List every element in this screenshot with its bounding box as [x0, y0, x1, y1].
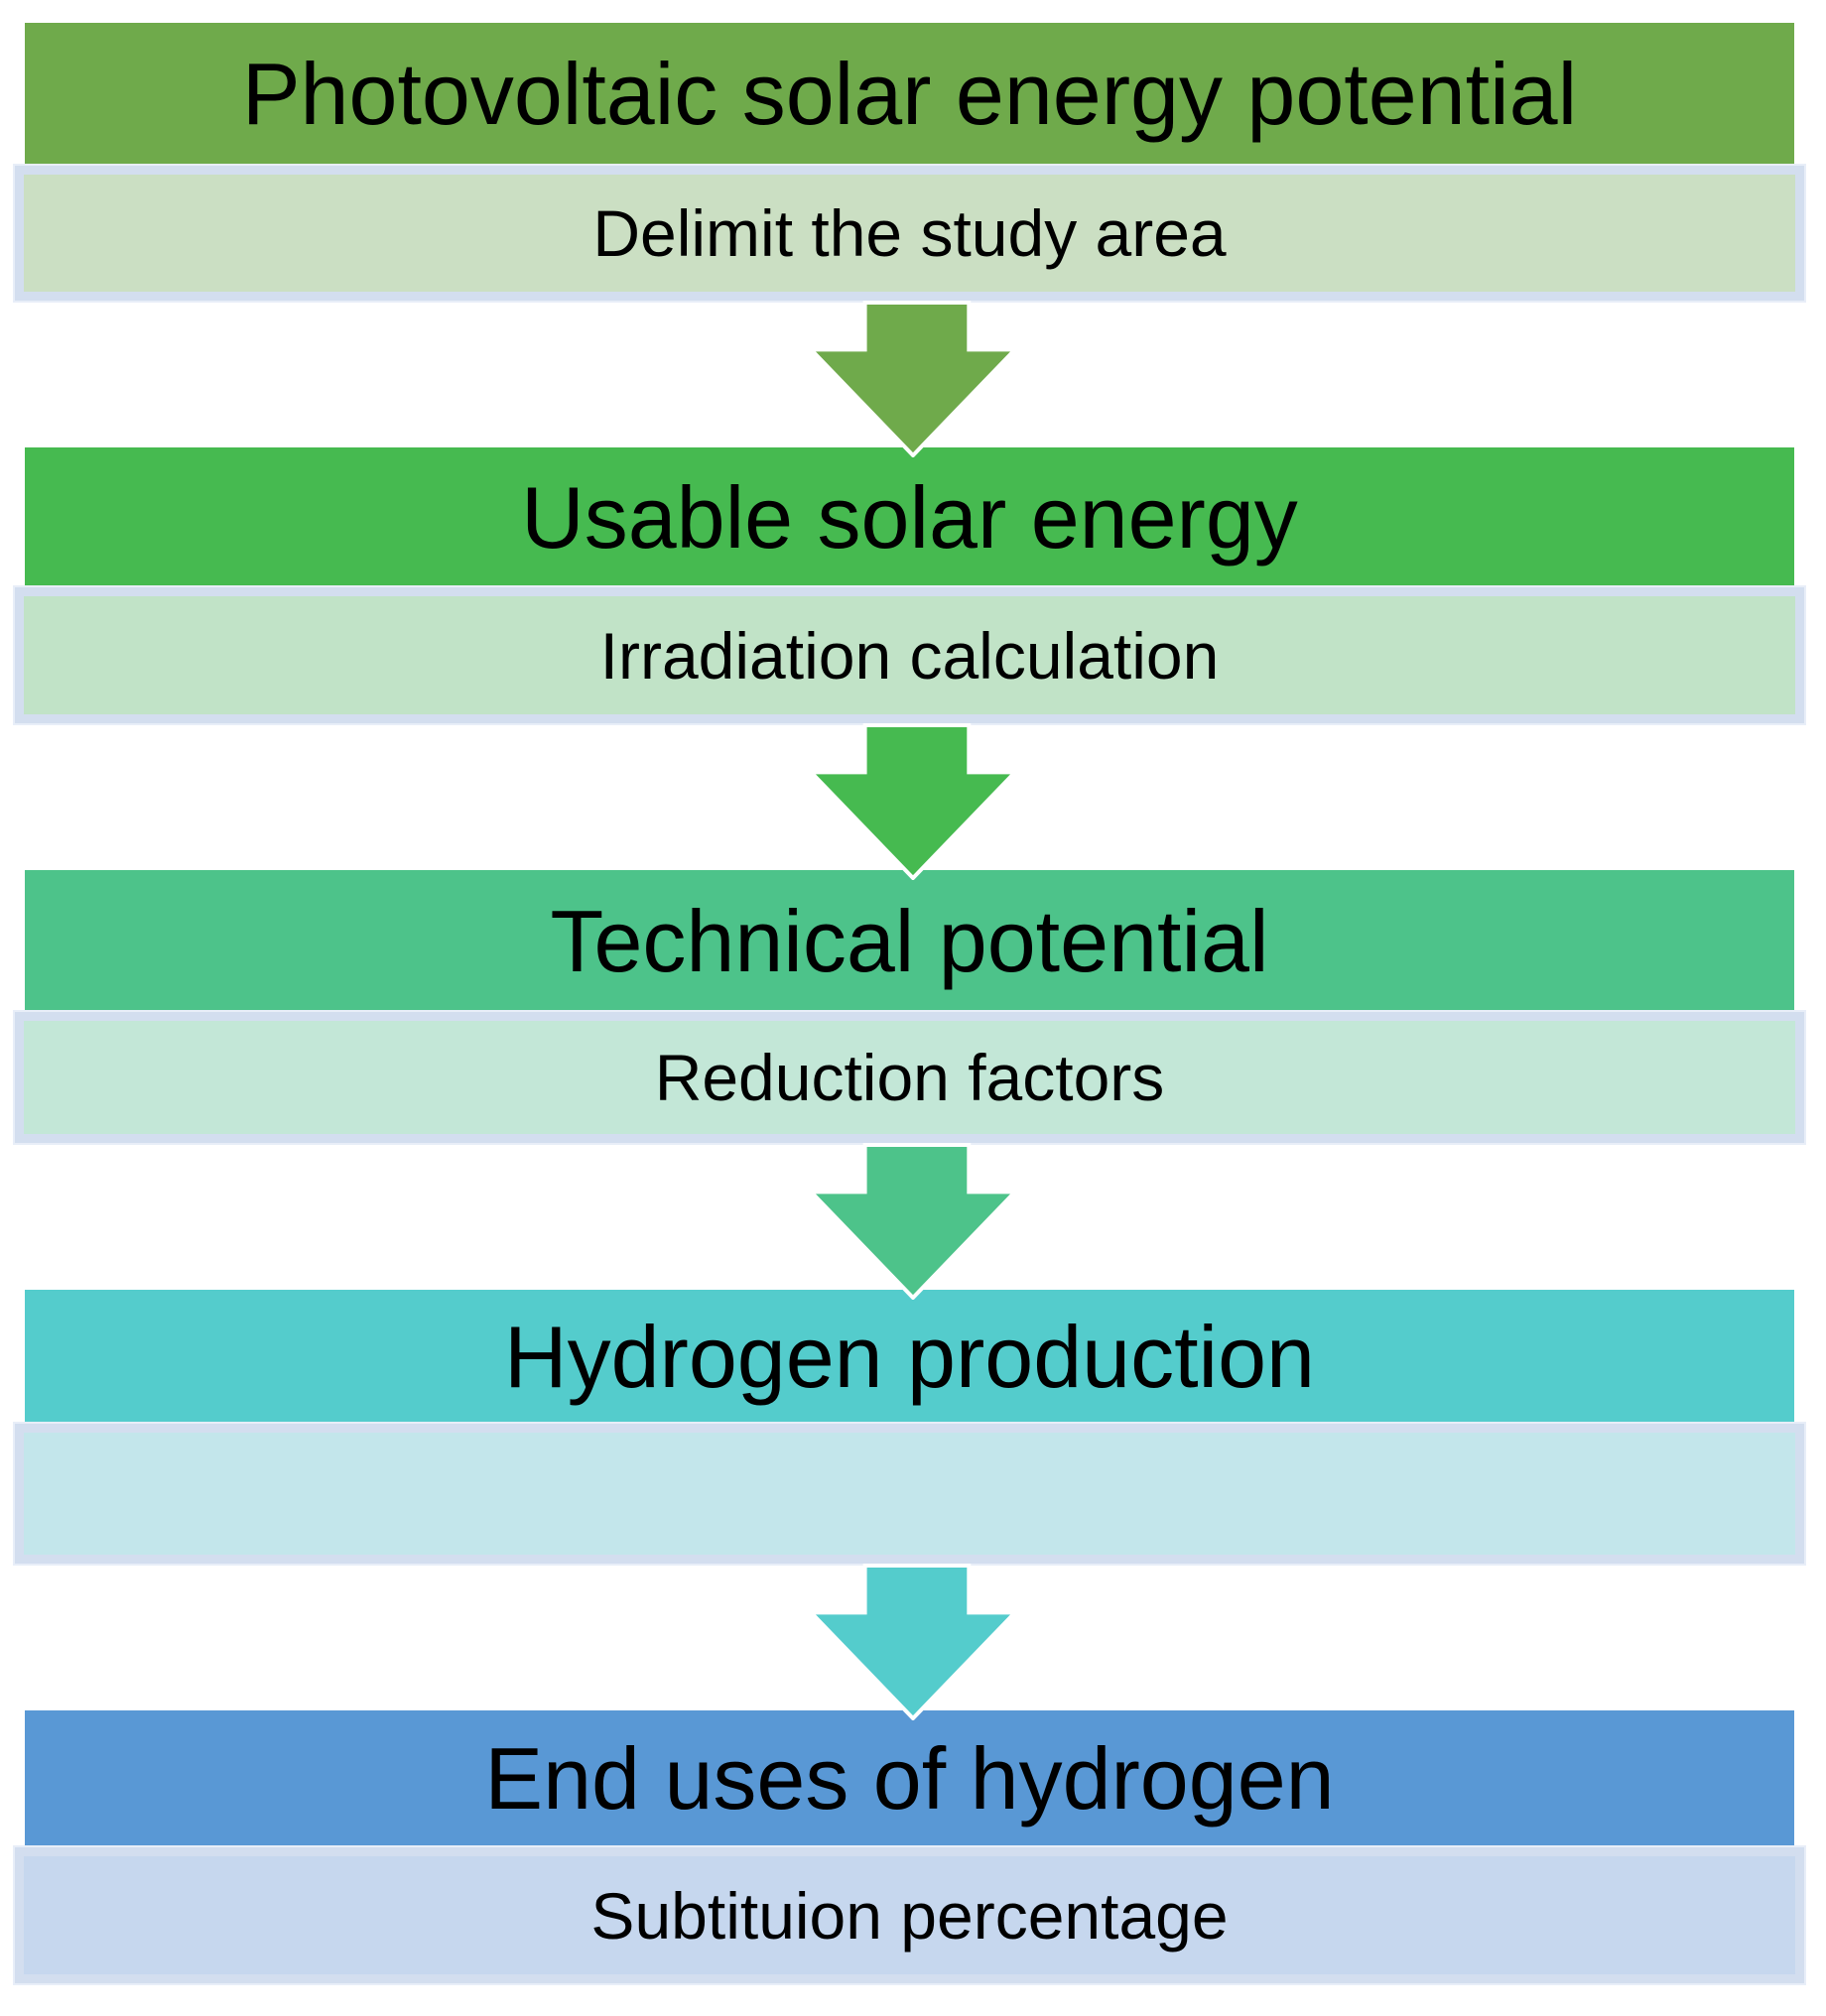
stage-2-subband: Irradiation calculation — [15, 587, 1804, 723]
arrow-zone-2 — [0, 723, 1826, 880]
stage-5-subband: Subtituion percentage — [15, 1847, 1804, 1983]
stage-2-title: Usable solar energy — [521, 467, 1298, 567]
stage-4-subband — [15, 1424, 1804, 1564]
stage-5-title: End uses of hydrogen — [484, 1729, 1335, 1827]
down-arrow-icon — [810, 1564, 1016, 1720]
stage-3-subband: Reduction factors — [15, 1012, 1804, 1143]
stage-1-header: Photovoltaic solar energy potential — [25, 23, 1794, 166]
down-arrow-icon — [810, 301, 1016, 457]
stage-4-title: Hydrogen production — [504, 1307, 1315, 1406]
stage-5-subtitle: Subtituion percentage — [590, 1878, 1229, 1953]
stage-2-header: Usable solar energy — [25, 447, 1794, 587]
arrow-zone-3 — [0, 1143, 1826, 1300]
arrow-zone-4 — [0, 1564, 1826, 1720]
stage-2-subtitle: Irradiation calculation — [599, 618, 1220, 693]
stage-4-header: Hydrogen production — [25, 1290, 1794, 1424]
down-arrow-icon — [810, 1143, 1016, 1300]
stage-1-subtitle: Delimit the study area — [592, 196, 1227, 270]
stage-5-header: End uses of hydrogen — [25, 1710, 1794, 1847]
arrow-zone-1 — [0, 301, 1826, 457]
stage-3-header: Technical potential — [25, 870, 1794, 1012]
stage-1-subband: Delimit the study area — [15, 166, 1804, 301]
stage-1-title: Photovoltaic solar energy potential — [241, 45, 1578, 143]
stage-3-subtitle: Reduction factors — [654, 1041, 1165, 1114]
stage-3-title: Technical potential — [550, 891, 1269, 990]
down-arrow-icon — [810, 723, 1016, 880]
